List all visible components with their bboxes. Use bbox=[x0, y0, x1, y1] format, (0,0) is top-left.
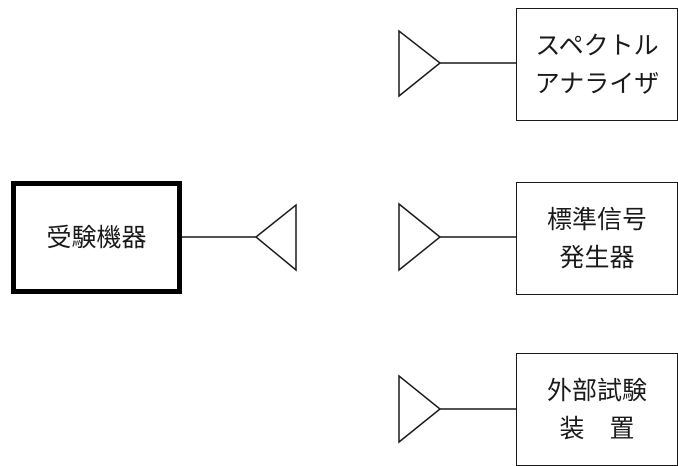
external-test-antenna-icon bbox=[398, 374, 442, 444]
spectrum-antenna-icon bbox=[398, 29, 442, 98]
spectrum-analyzer-label-line2: アナライザ bbox=[534, 68, 660, 98]
dut-box: 受験機器 bbox=[11, 181, 182, 294]
spectrum-analyzer-label-line1: スペクトル bbox=[535, 30, 659, 60]
signal-generator-antenna-icon bbox=[398, 202, 442, 272]
signal-generator-label-line2: 発生器 bbox=[559, 242, 635, 272]
dut-label: 受験機器 bbox=[46, 222, 147, 252]
spectrum-analyzer-box: スペクトル アナライザ bbox=[516, 8, 678, 121]
signal-generator-label-line1: 標準信号 bbox=[546, 204, 647, 234]
external-test-device-box: 外部試験 装 置 bbox=[516, 353, 678, 466]
dut-antenna-icon bbox=[254, 203, 297, 272]
signal-generator-box: 標準信号 発生器 bbox=[516, 182, 678, 295]
external-test-device-label-line1: 外部試験 bbox=[546, 375, 647, 405]
external-test-device-label-line2: 装 置 bbox=[559, 413, 635, 443]
